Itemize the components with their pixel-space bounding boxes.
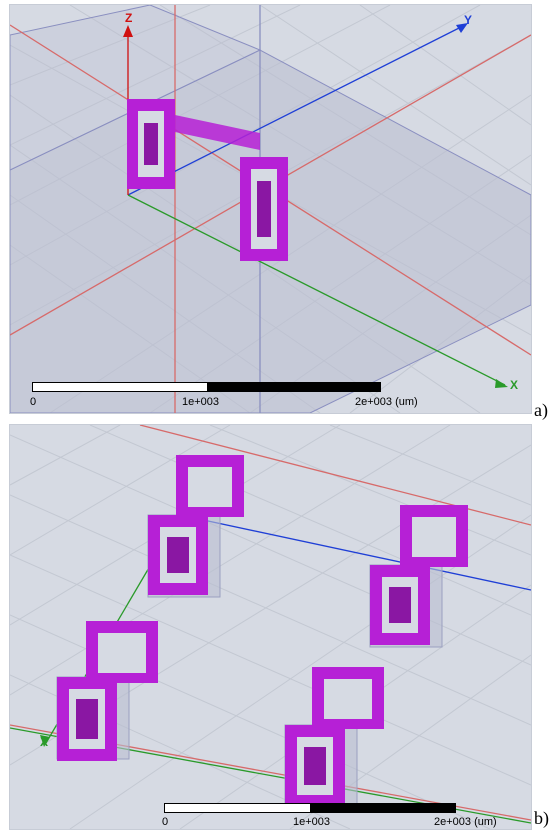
scale-label-2-b: 2e+003 (um) [434, 816, 497, 828]
scene-b [10, 425, 531, 829]
srr-cell-4 [284, 667, 384, 808]
caption-b: b) [534, 808, 549, 828]
srr-cell-3 [56, 621, 158, 761]
caption-a: a) [534, 400, 548, 420]
scale-label-0-b: 0 [162, 816, 169, 828]
viewport-a[interactable]: Z Y X 0 1e+003 2e+003 (um) [9, 4, 532, 414]
axis-arrows-a [123, 23, 508, 388]
scale-label-2-a: 2e+003 (um) [355, 396, 418, 408]
viewport-b[interactable]: X 0 1e+003 2e+003 (um) [9, 424, 532, 830]
scale-bar-b-black [310, 804, 455, 812]
scale-label-1-b: 1e+003 [293, 816, 331, 828]
srr-cell-1 [147, 455, 244, 598]
z-axis-label: Z [125, 11, 133, 25]
x-axis-arrow-b [40, 735, 50, 747]
scale-label-1-a: 1e+003 [182, 396, 220, 408]
y-axis-label: Y [464, 13, 473, 27]
srr-cell-2 [369, 505, 468, 648]
x-axis-label-b: X [40, 735, 49, 749]
scene-a [10, 5, 531, 413]
scale-label-0-a: 0 [30, 396, 37, 408]
x-axis-label: X [510, 378, 519, 392]
scale-bar-a [32, 382, 381, 392]
scale-bar-b [164, 803, 456, 813]
srr-structure-a [127, 99, 288, 261]
scale-bar-a-black [206, 383, 380, 391]
